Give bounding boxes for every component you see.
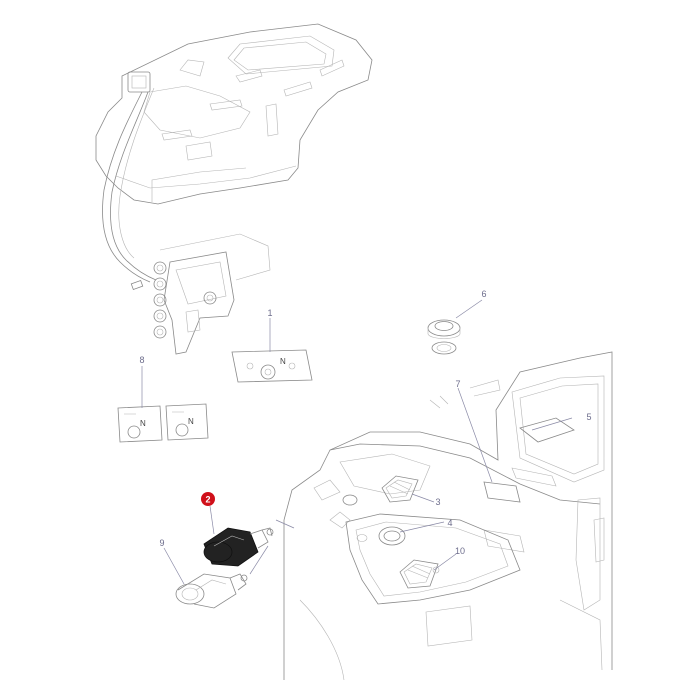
lower-console-housing: [283, 351, 613, 681]
callout-1: 1: [267, 308, 272, 318]
callout-labels: 1 2 3 4 5 6 7 8 9 10: [139, 289, 591, 556]
neutral-symbol-label: N: [280, 357, 286, 366]
callout-8: 8: [139, 355, 144, 365]
neutral-symbol-label-right: N: [188, 417, 194, 426]
switch-body-part-2: [203, 527, 274, 567]
switch-part-3: [342, 475, 419, 506]
callout-5: 5: [586, 412, 591, 422]
callout-2: 2: [205, 495, 210, 505]
callout-9: 9: [159, 538, 164, 548]
switch-cluster-bracket: [153, 233, 271, 355]
decal-panel-part-8: N N: [117, 403, 209, 443]
neutral-symbol-label-left: N: [140, 419, 146, 428]
callout-3: 3: [435, 497, 440, 507]
wiring-harness: [102, 71, 157, 291]
ring-part-4: [356, 526, 406, 546]
switch-part-10: [399, 559, 440, 589]
callout-2-highlight-badge: [201, 492, 215, 506]
callout-6: 6: [481, 289, 486, 299]
leader-lines: [141, 299, 573, 585]
upper-dashboard-housing: [95, 23, 373, 205]
grommet-part-6: [427, 319, 461, 355]
callout-4: 4: [447, 518, 452, 528]
decal-panel-part-1: N: [231, 349, 313, 383]
callout-7: 7: [455, 379, 460, 389]
callout-10: 10: [455, 546, 465, 556]
switch-part-9: [175, 573, 248, 609]
